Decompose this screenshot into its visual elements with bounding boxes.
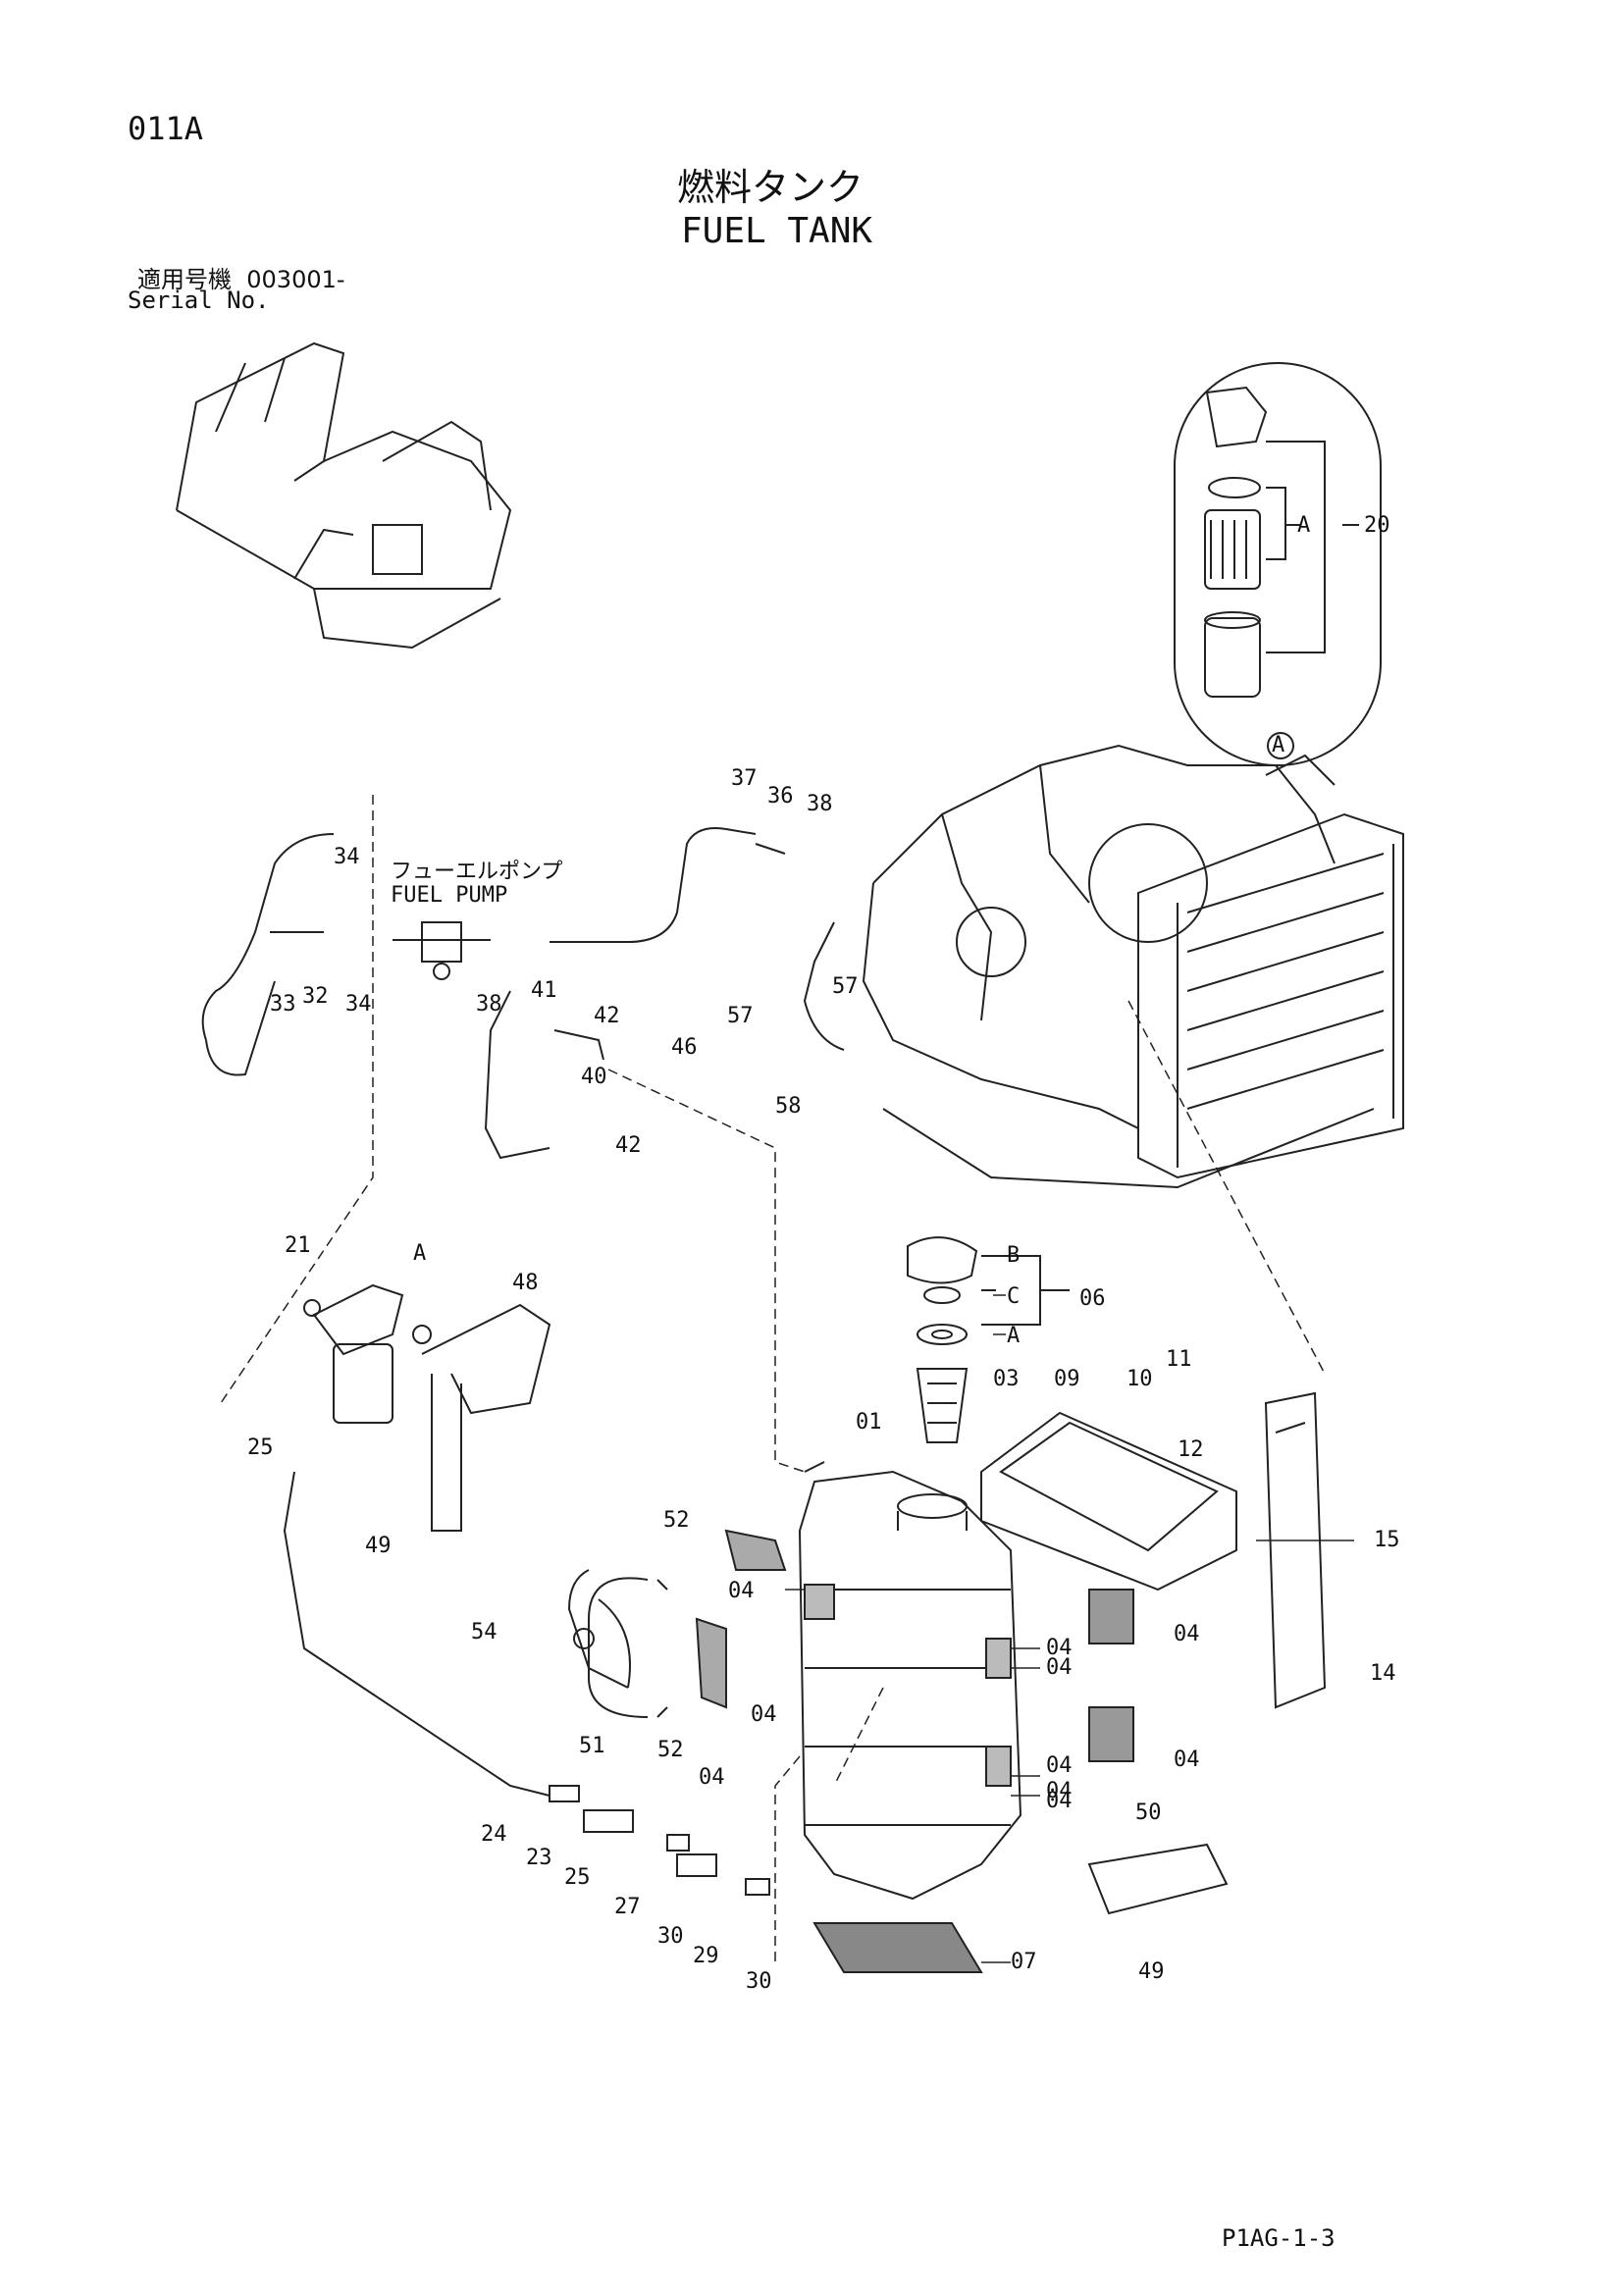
part-label-03: 03	[993, 1367, 1020, 1391]
part-label-49: 49	[365, 1534, 392, 1558]
part-label-25: 25	[564, 1865, 591, 1890]
lower-fittings	[549, 1785, 770, 1896]
dashed-guide-lines	[220, 795, 1326, 1962]
part-label-A: A	[1272, 733, 1284, 757]
serial-label-english: Serial No.	[128, 287, 270, 314]
part-label-23: 23	[526, 1846, 552, 1870]
part-label-20: 20	[1364, 513, 1390, 538]
part-label-52: 52	[663, 1508, 690, 1533]
part-label-04: 04	[1174, 1748, 1200, 1772]
part-label-11: 11	[1166, 1347, 1192, 1372]
fuel-pump-label-jp: フューエルポンプ	[391, 860, 563, 884]
fuel-pump-label-en: FUEL PUMP	[391, 883, 508, 908]
machine-overview-sketch	[176, 341, 512, 650]
part-label-C: C	[1007, 1284, 1020, 1309]
part-label-36: 36	[767, 784, 794, 809]
part-label-51: 51	[579, 1734, 605, 1758]
part-label-04: 04	[1046, 1789, 1073, 1813]
part-label-54: 54	[471, 1620, 498, 1644]
part-label-09: 09	[1054, 1367, 1080, 1391]
part-label-27: 27	[614, 1895, 641, 1919]
part-label-40: 40	[581, 1065, 607, 1089]
part-label-32: 32	[302, 984, 329, 1009]
part-label-41: 41	[531, 978, 557, 1003]
part-label-04: 04	[1046, 1753, 1073, 1778]
tank-tray-and-brackets	[695, 1391, 1327, 1973]
part-label-37: 37	[731, 766, 758, 791]
part-label-30: 30	[746, 1969, 772, 1994]
part-label-29: 29	[693, 1944, 719, 1968]
detail-a-callout	[1174, 362, 1382, 766]
part-label-01: 01	[856, 1410, 882, 1435]
title-english: FUEL TANK	[681, 211, 873, 251]
fuel-filter-assembly	[303, 1283, 551, 1532]
part-label-50: 50	[1135, 1800, 1162, 1825]
footer-code: P1AG-1-3	[1222, 2224, 1336, 2252]
part-label-34: 34	[334, 845, 360, 869]
part-label-42: 42	[615, 1133, 642, 1158]
part-label-06: 06	[1079, 1286, 1106, 1311]
fuel-pump	[393, 921, 491, 980]
part-label-04: 04	[1046, 1636, 1073, 1660]
part-label-07: 07	[1011, 1950, 1037, 1974]
part-label-38: 38	[807, 792, 833, 816]
part-label-57: 57	[832, 974, 859, 999]
part-label-49: 49	[1138, 1959, 1165, 1984]
part-label-04: 04	[728, 1579, 755, 1603]
part-label-A: A	[413, 1241, 426, 1266]
part-label-42: 42	[594, 1004, 620, 1028]
leader-lines	[785, 524, 1359, 1963]
part-label-04: 04	[751, 1702, 777, 1727]
part-label-04: 04	[1046, 1779, 1073, 1803]
part-label-A: A	[1297, 513, 1310, 538]
part-label-A: A	[1007, 1324, 1020, 1348]
title-japanese: 燃料タンク	[677, 166, 864, 209]
part-label-33: 33	[270, 992, 296, 1017]
fuel-hose-lines	[201, 827, 845, 1797]
filler-cap-stack	[907, 1236, 1070, 1443]
part-label-04: 04	[699, 1765, 725, 1790]
part-label-52: 52	[657, 1738, 684, 1762]
part-label-15: 15	[1374, 1528, 1400, 1552]
part-label-04: 04	[1046, 1655, 1073, 1680]
part-label-58: 58	[775, 1094, 802, 1119]
part-label-38: 38	[476, 992, 502, 1017]
part-label-21: 21	[285, 1233, 311, 1258]
serial-label-jp: 適用号機	[137, 266, 232, 293]
part-label-57: 57	[727, 1004, 754, 1028]
part-label-46: 46	[671, 1035, 698, 1060]
part-label-30: 30	[657, 1924, 684, 1949]
return-hose-loop	[573, 1577, 668, 1718]
part-label-12: 12	[1178, 1437, 1204, 1462]
part-label-25: 25	[247, 1435, 274, 1460]
fuel-tank-body	[798, 1461, 1022, 1901]
part-label-10: 10	[1126, 1367, 1153, 1391]
page-code: 011A	[128, 110, 204, 147]
engine-assembly	[862, 744, 1404, 1189]
part-label-04: 04	[1174, 1622, 1200, 1646]
part-label-48: 48	[512, 1271, 539, 1295]
serial-label-japanese: 適用号機 003001-	[137, 260, 345, 294]
part-label-B: B	[1007, 1243, 1020, 1268]
serial-value: 003001-	[246, 266, 345, 293]
part-label-14: 14	[1370, 1661, 1396, 1686]
part-label-24: 24	[481, 1822, 507, 1847]
part-label-34: 34	[345, 992, 372, 1017]
